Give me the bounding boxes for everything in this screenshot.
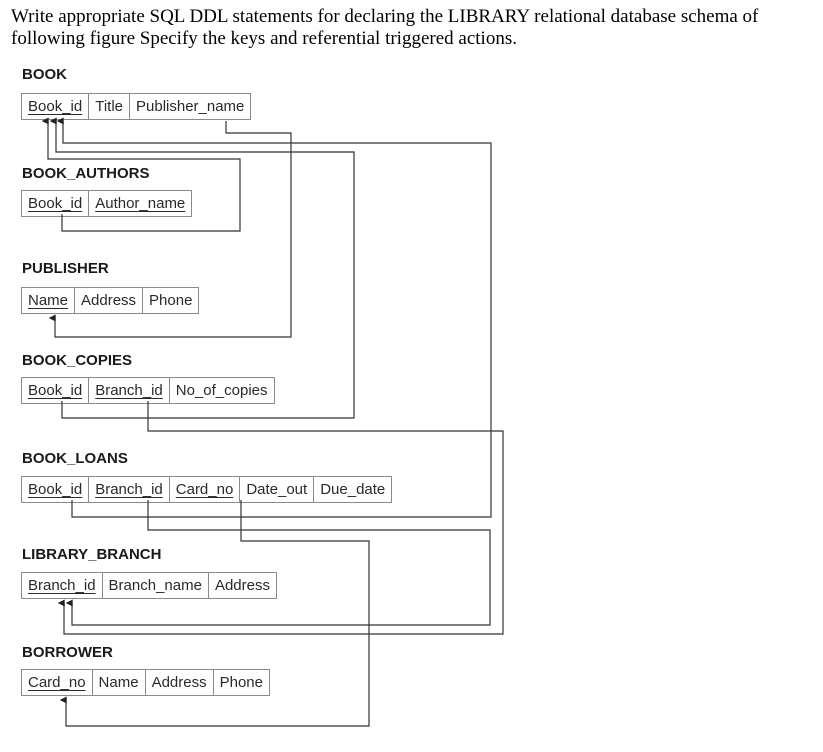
attr-library-branch-address: Address <box>207 573 276 598</box>
attr-book-title: Title <box>88 94 129 119</box>
fk-arrow-book-to-publisher <box>48 121 292 338</box>
attr-book-authors-author-name: Author_name <box>88 191 191 216</box>
attr-book-copies-no-of-copies: No_of_copies <box>168 378 274 403</box>
attr-book-copies-branch-id: Branch_id <box>88 378 169 403</box>
relation-library-branch: Branch_id Branch_name Address <box>21 572 277 599</box>
relation-book-loans: Book_id Branch_id Card_no Date_out Due_d… <box>21 476 393 503</box>
attr-book-publisher-name: Publisher_name <box>129 94 250 119</box>
attr-borrower-card-no: Card_no <box>28 674 86 691</box>
relation-borrower: Card_no Name Address Phone <box>21 669 270 696</box>
fk-arrow-book-loans-to-borrower <box>59 500 370 727</box>
attr-book-copies-book-id: Book_id <box>28 382 83 399</box>
attr-library-branch-branch-id: Branch_id <box>28 577 96 594</box>
attr-book-loans-date-out: Date_out <box>239 477 313 502</box>
table-name-book-authors: BOOK_AUTHORS <box>22 165 150 182</box>
fk-arrow-book-copies-to-library-branch <box>57 401 504 635</box>
fk-arrow-book-loans-to-book <box>56 117 492 518</box>
question-text: Write appropriate SQL DDL statements for… <box>11 6 759 49</box>
table-name-borrower: BORROWER <box>22 644 113 661</box>
table-name-book: BOOK <box>22 66 67 83</box>
attr-library-branch-branch-name: Branch_name <box>101 573 208 598</box>
attr-book-loans-card-no: Card_no <box>168 477 240 502</box>
relation-publisher: Name Address Phone <box>21 287 200 314</box>
fk-arrow-book-authors-to-book <box>41 117 241 232</box>
attr-book-loans-branch-id: Branch_id <box>88 477 169 502</box>
table-name-publisher: PUBLISHER <box>22 260 109 277</box>
attr-borrower-address: Address <box>144 670 213 695</box>
attr-book-loans-due-date: Due_date <box>313 477 391 502</box>
relation-book-copies: Book_id Branch_id No_of_copies <box>21 377 275 404</box>
table-name-book-copies: BOOK_COPIES <box>22 352 133 369</box>
relation-book: Book_id Title Publisher_name <box>21 93 252 120</box>
attr-book-loans-book-id: Book_id <box>28 481 83 498</box>
attr-publisher-phone: Phone <box>142 288 198 313</box>
relation-book-authors: Book_id Author_name <box>21 190 193 217</box>
table-name-book-loans: BOOK_LOANS <box>22 450 128 467</box>
attr-publisher-name: Name <box>28 292 69 309</box>
attr-borrower-name: Name <box>91 670 145 695</box>
attr-publisher-address: Address <box>74 288 142 313</box>
attr-book-authors-book-id: Book_id <box>28 195 83 212</box>
fk-arrow-book-loans-to-library-branch <box>65 500 491 626</box>
attr-borrower-phone: Phone <box>212 670 269 695</box>
fk-arrow-book-copies-to-book <box>49 117 355 419</box>
attr-book-book-id: Book_id <box>28 98 83 115</box>
table-name-library-branch: LIBRARY_BRANCH <box>22 546 162 563</box>
